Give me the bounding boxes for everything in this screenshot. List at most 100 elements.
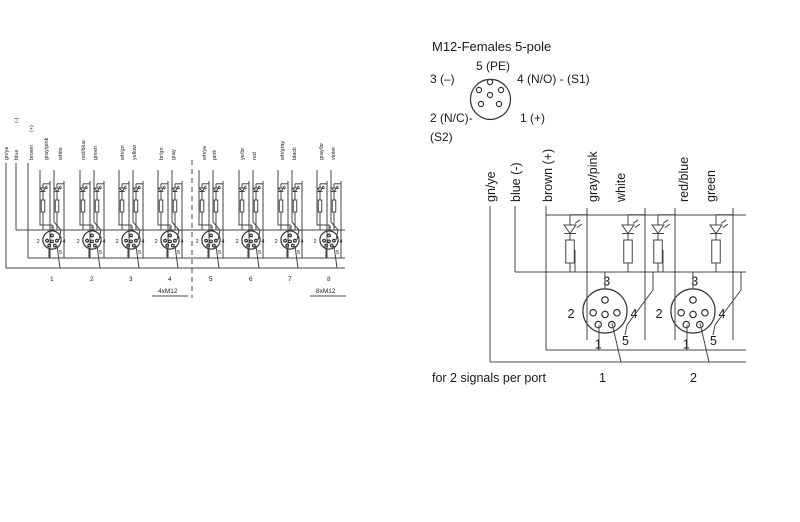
connector-pin (206, 243, 211, 248)
overview-wire-label: (+) (29, 125, 35, 132)
led-rays (257, 185, 262, 190)
overview-diagram: gn/ye blue (-) brown (+) gray/pink white… (4, 117, 346, 298)
connector-pin-number: 2 (236, 239, 239, 245)
led-icon (79, 187, 87, 193)
led-icon (277, 187, 285, 193)
overview-port-number: 2 (90, 276, 94, 283)
connector-pin-number: 2 (656, 307, 663, 321)
pin-wire (712, 272, 742, 336)
pinout-connector-face (469, 78, 512, 121)
overview-wire-label: gray (171, 149, 177, 160)
led-icon (39, 187, 47, 193)
resistor (278, 199, 284, 213)
led-rays (162, 185, 167, 190)
signal-branch (651, 208, 676, 340)
pin-wire (699, 322, 710, 363)
connector-pin (131, 243, 136, 248)
resistor (623, 239, 633, 264)
signal-branch (709, 208, 734, 340)
overview-port-number: 5 (209, 276, 213, 283)
led-icon (132, 187, 140, 193)
pinout-connector-key (477, 114, 504, 121)
resistor (239, 199, 245, 213)
signal-branch (53, 181, 65, 258)
connector-pin (133, 238, 138, 243)
overview-wire-labels: gn/ye blue (-) brown (+) gray/pink white… (4, 117, 337, 161)
connector-pin (90, 233, 94, 238)
connector-pin (329, 243, 334, 248)
connector-pin (209, 239, 213, 244)
connector-pin (285, 243, 290, 248)
connector-pin (87, 243, 92, 248)
connector-pin-number: 3 (91, 226, 94, 232)
pin-wire (132, 170, 141, 241)
signal-branch (252, 181, 264, 258)
signal-branch (198, 181, 210, 258)
pin-wire (212, 170, 221, 241)
pin-wire (157, 170, 171, 231)
pin-wire (56, 245, 61, 269)
connector-pin (246, 243, 251, 248)
connector-pin (90, 239, 94, 244)
detail-diagram: gn/ye blue (-) brown (+) gray/pink white… (432, 149, 746, 385)
signal-branch (621, 208, 646, 340)
overview-port-number: 1 (50, 276, 54, 283)
led-icon (563, 224, 577, 235)
pin-wire (294, 245, 299, 269)
led-icon (291, 187, 299, 193)
connector-pin-number: 2 (37, 239, 40, 245)
overview-wire-label: gray/pink (44, 137, 50, 160)
resistor (54, 199, 60, 213)
led-rays (720, 219, 729, 228)
detail-wire-label: white (614, 173, 628, 203)
connector-pin (168, 239, 172, 244)
connector-pin-number: 1 (683, 337, 690, 351)
connector-pin (163, 238, 168, 243)
overview-port-number: 6 (249, 276, 253, 283)
connector-pin (45, 238, 50, 243)
connector-pin-number: 1 (595, 337, 602, 351)
resistor (172, 199, 178, 213)
connector-pin-number: 3 (210, 226, 213, 232)
connector-pin (249, 233, 253, 238)
connector-pin (601, 310, 609, 319)
connector-pin (172, 238, 177, 243)
resistor (158, 199, 164, 213)
led-rays (321, 185, 326, 190)
pin-wire (215, 245, 220, 269)
resistor (565, 239, 575, 264)
overview-wire-label: yellow (132, 145, 138, 160)
connector-pin (165, 243, 170, 248)
connector-pin (85, 238, 90, 243)
overview-wire-label: red/blue (81, 140, 87, 160)
led-icon (621, 224, 635, 235)
signal-branch (79, 181, 91, 258)
connector-pin (124, 238, 129, 243)
led-rays (243, 185, 248, 190)
pin-wire (39, 170, 53, 231)
overview-wire-label: white (58, 147, 64, 161)
pinout-label-pin4: 4 (N/O) - (S1) (517, 72, 590, 86)
led-rays (137, 185, 142, 190)
signal-branch (132, 181, 144, 258)
connector-pin-number: 5 (710, 334, 717, 348)
pin-wire (277, 170, 291, 231)
overview-port-number: 8 (327, 276, 331, 283)
connector-pin (52, 243, 57, 248)
led-icon (118, 187, 126, 193)
pin-wire (316, 170, 330, 231)
overview-wire-label: wh/gray (280, 140, 286, 161)
connector-pin (129, 239, 133, 244)
connector-pin-number: 5 (177, 250, 180, 256)
connector-pin (695, 320, 704, 329)
overview-wire-label: gray/br (319, 143, 325, 160)
pin-wire (174, 245, 179, 269)
connector-pin (92, 243, 97, 248)
signal-branch (291, 181, 303, 258)
connector-pin (209, 233, 213, 238)
connector-pin (324, 243, 329, 248)
